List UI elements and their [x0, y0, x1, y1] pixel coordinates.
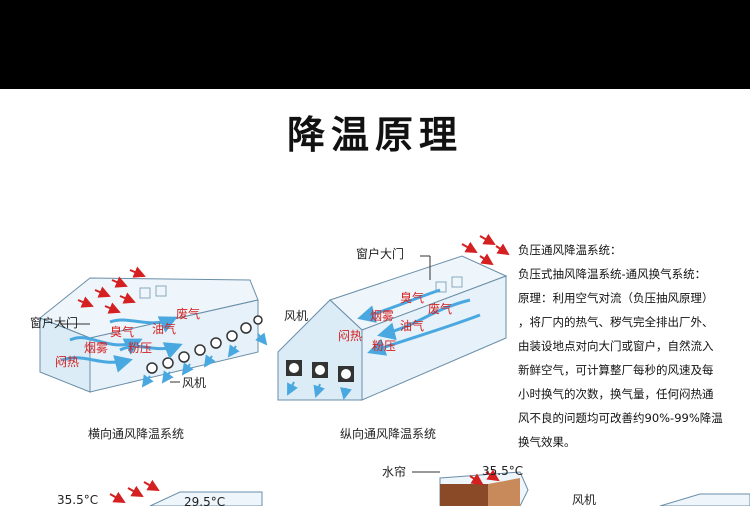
bottom-right-building: [659, 493, 750, 506]
right-exhaust-label: 废气: [428, 301, 452, 316]
bottom-left-building: [109, 479, 263, 506]
left-oil-gas-label: 油气: [152, 321, 176, 336]
right-caption: 纵向通风降温系统: [340, 426, 436, 441]
right-building: [277, 233, 510, 401]
bottom-mid-building: [412, 469, 529, 506]
left-odor-label: 臭气: [110, 324, 134, 339]
right-fans: [286, 360, 354, 382]
description-line: 风不良的问题均可改善约90%-99%降温: [518, 411, 723, 425]
right-fan-label: 风机: [284, 309, 308, 323]
left-smoke-label: 烟雾: [84, 341, 108, 355]
description-block: 负压通风降温系统： 负压式抽风降温系统-通风换气系统： 原理：利用空气对流（负压…: [518, 238, 750, 454]
description-line: 由装设地点对向大门或窗户，自然流入: [518, 339, 714, 353]
bottom-temp-left2: 29.5°C: [184, 495, 225, 506]
left-building: [39, 266, 268, 393]
right-smoke-label: 烟雾: [370, 309, 394, 323]
left-fans: [146, 315, 263, 374]
right-window-door-label: 窗户大门: [356, 246, 404, 261]
right-dust-label: 粉压: [372, 339, 396, 353]
description-line: 负压通风降温系统：: [518, 243, 622, 257]
left-fan-label: 风机: [182, 376, 206, 390]
left-exhaust-label: 废气: [176, 306, 200, 321]
right-odor-label: 臭气: [400, 290, 424, 305]
description-line: 新鲜空气，可计算整厂每秒的风速及每: [518, 363, 714, 377]
left-window-door-label: 窗户大门: [30, 315, 78, 330]
bottom-water-curtain: 水帘: [382, 464, 406, 479]
description-line: 原理：利用空气对流（负压抽风原理）: [518, 291, 714, 305]
left-caption: 横向通风降温系统: [88, 426, 184, 441]
description-line: 负压式抽风降温系统-通风换气系统：: [518, 267, 707, 281]
description-line: 换气效果。: [518, 435, 576, 449]
left-stuffy-heat-label: 闷热: [55, 354, 79, 369]
bottom-temp-left: 35.5°C: [57, 493, 98, 506]
top-banner: [0, 0, 750, 89]
description-line: 小时换气的次数，换气量，任何闷热通: [518, 387, 714, 401]
left-dust-label: 粉压: [128, 341, 152, 355]
right-oil-gas-label: 油气: [400, 318, 424, 333]
bottom-fan-label: 风机: [572, 493, 596, 506]
description-line: ，将厂内的热气、秽气完全排出厂外、: [518, 315, 714, 329]
right-stuffy-heat-label: 闷热: [338, 328, 362, 343]
bottom-temp-mid: 35.5°C: [482, 464, 523, 478]
page-title: 降温原理: [286, 113, 463, 157]
